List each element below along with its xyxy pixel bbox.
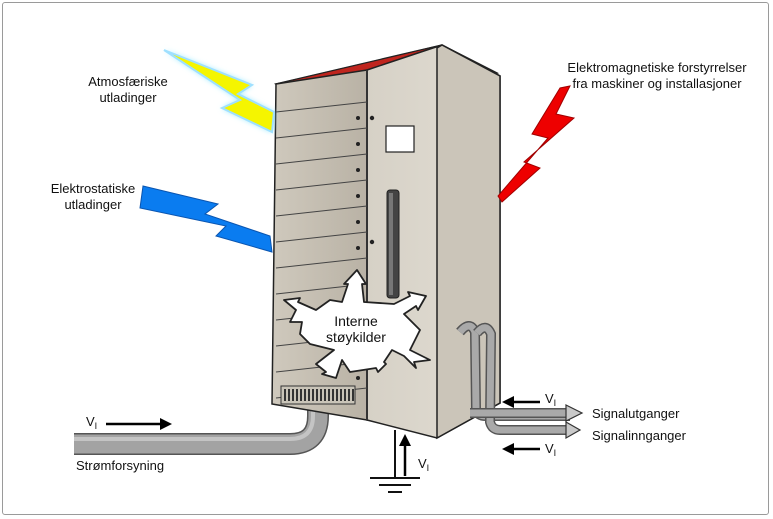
electromagnetic-lightning-bolt-icon [497, 85, 576, 203]
signal-cables [456, 321, 584, 440]
signal-in-voltage-arrow-icon [502, 443, 540, 455]
atmospheric-discharge-label: Atmosfæriske utladinger [88, 74, 168, 105]
signal-in-arrowhead [565, 420, 582, 440]
power-voltage-label: VI [86, 414, 98, 431]
ground-voltage-label: VI [418, 456, 430, 473]
cabinet-screw [356, 376, 360, 380]
electrostatic-discharge-label: Elektrostatiske utladinger [50, 181, 136, 212]
cabinet-panel-line [275, 127, 368, 139]
vent-slot [344, 389, 346, 401]
door-hinge [369, 115, 375, 121]
power-voltage-arrow-icon [106, 418, 172, 430]
cabinet-screw [356, 220, 360, 224]
door-hinge [369, 239, 375, 245]
vent-slot [296, 389, 298, 401]
control-cabinet [271, 44, 501, 440]
electromagnetic-disturbance-label: Elektromagnetiske forstyrrelser fra mask… [567, 60, 747, 91]
cabinet-panel-line [275, 205, 368, 217]
cabinet-screw [356, 116, 360, 120]
signal-out-voltage-arrow-icon [502, 396, 540, 408]
signal-out-voltage-label: VI [545, 391, 557, 408]
cabinet-panel-line [275, 179, 368, 191]
vent-slot [304, 389, 306, 401]
power-cable [74, 390, 329, 455]
vent-slot [288, 389, 290, 401]
vent-slot [320, 389, 322, 401]
vent-slot [312, 389, 314, 401]
cabinet-screw [356, 142, 360, 146]
ground-voltage-arrow-icon [399, 434, 411, 476]
internal-noise-label: Interne støykilder [326, 313, 386, 345]
atmospheric-lightning-bolt-icon [163, 49, 276, 134]
cabinet-screw [356, 194, 360, 198]
vent-slot [336, 389, 338, 401]
cabinet-screw [356, 246, 360, 250]
electrostatic-lightning-bolt-icon [139, 185, 273, 253]
signal-outputs-label: Signalutganger [592, 406, 680, 421]
vent-slot [328, 389, 330, 401]
vent-slot [340, 389, 342, 401]
signal-out-arrowhead [565, 404, 584, 422]
vent-slot [300, 389, 302, 401]
cabinet-panel-line [275, 231, 368, 243]
vent-slot [308, 389, 310, 401]
vent-slot [292, 389, 294, 401]
cabinet-panel-line [275, 153, 368, 165]
vent-slot [324, 389, 326, 401]
power-supply-label: Strømforsyning [76, 458, 165, 473]
vent-slot [284, 389, 286, 401]
vent-slot [332, 389, 334, 401]
signal-in-voltage-label: VI [545, 441, 557, 458]
cabinet-panel-line [275, 257, 368, 269]
internal-noise-burst [283, 269, 431, 379]
vent-grille [280, 385, 356, 405]
cabinet-handle-icon [386, 189, 400, 299]
ground-symbol-icon [370, 430, 420, 493]
cabinet-screw [356, 168, 360, 172]
vent-slot [316, 389, 318, 401]
vent-slot [352, 389, 354, 401]
vent-slot [348, 389, 350, 401]
cabinet-label-plate [385, 125, 415, 153]
signal-inputs-label: Signalinnganger [592, 428, 686, 443]
cabinet-panel-line [275, 101, 368, 113]
